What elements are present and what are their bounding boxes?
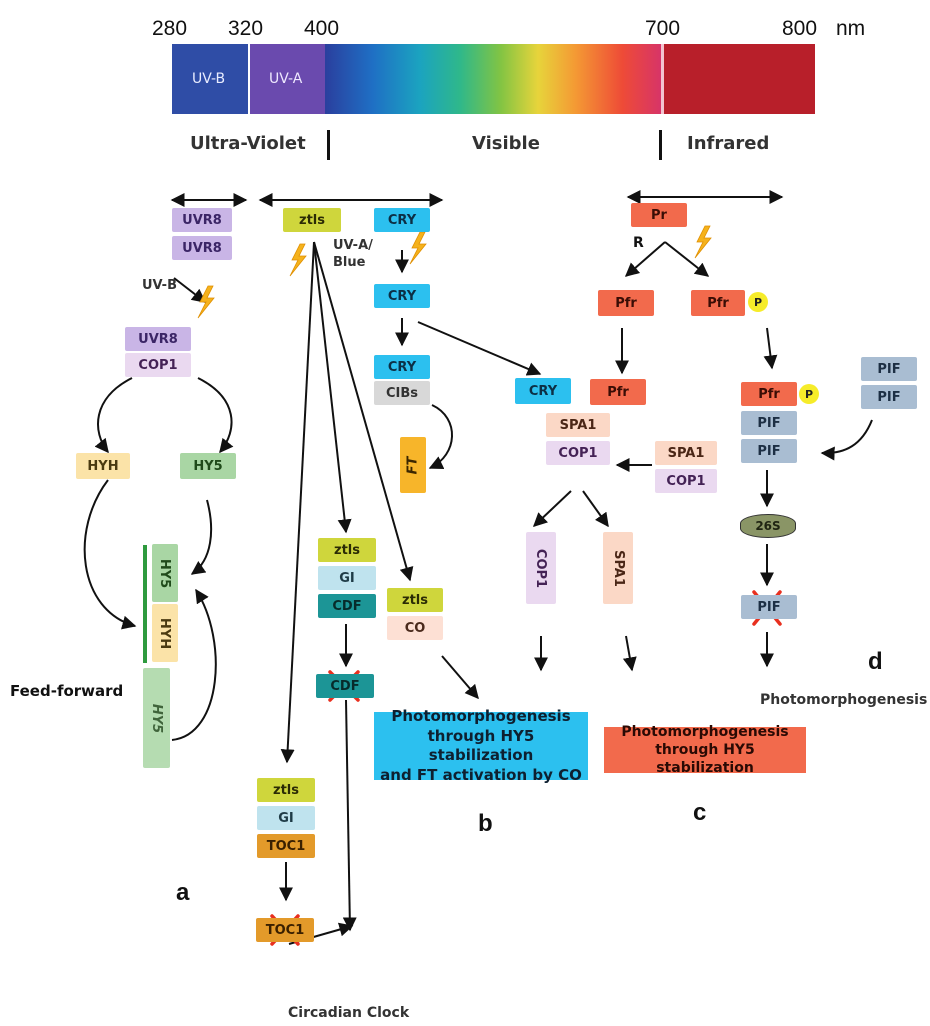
- pif-side-bottom: PIF: [861, 385, 917, 409]
- toc1-degraded-box: TOC1: [256, 918, 314, 942]
- hyh-box: HYH: [76, 453, 130, 479]
- pfr-p-box: Pfr: [691, 290, 745, 316]
- feed-forward-bar: [143, 545, 147, 663]
- stack-hy5: HY5: [152, 544, 178, 602]
- red-light-label: R: [633, 235, 644, 251]
- infrared-band: [663, 44, 815, 114]
- spectrum-bar: UV-B UV-A: [172, 44, 815, 114]
- proteasome-26s-icon: 26S: [740, 514, 796, 538]
- wavelength-400: 400: [304, 17, 340, 40]
- spa-cop-spa1: SPA1: [546, 413, 610, 437]
- ztls-gi-toc1-gi: GI: [257, 806, 315, 830]
- region-infrared: Infrared: [687, 133, 770, 154]
- region-ultraviolet: Ultra-Violet: [190, 133, 306, 154]
- uvb-lightning-icon: [197, 285, 215, 319]
- cry-lightning-icon: [409, 231, 427, 265]
- spa1-vertical-box: SPA1: [603, 532, 633, 604]
- visible-band: [325, 44, 663, 114]
- spa-cop-side-spa1: SPA1: [655, 441, 717, 465]
- uvr8-dimer-bottom: UVR8: [172, 236, 232, 260]
- uvb-band: [172, 44, 248, 114]
- spa-cop-side-cop1: COP1: [655, 469, 717, 493]
- hy5-feedforward-box: HY5: [143, 668, 170, 768]
- outcome-b-box: Photomorphogenesis through HY5 stabiliza…: [374, 707, 588, 784]
- ztls-gi-cdf-cdf: CDF: [318, 594, 376, 618]
- wavelength-800: 800: [782, 17, 818, 40]
- region-divider-ir: [659, 130, 662, 160]
- panel-b-label: b: [478, 810, 493, 837]
- uva-band: [250, 44, 325, 114]
- spa-cop-cop1: COP1: [546, 441, 610, 465]
- complex-cop1: COP1: [125, 353, 191, 377]
- cry-mid-box: CRY: [515, 378, 571, 404]
- pr-box: Pr: [631, 203, 687, 227]
- ztls-gi-cdf-gi: GI: [318, 566, 376, 590]
- ztls-co-co: CO: [387, 616, 443, 640]
- wavelength-700: 700: [645, 17, 681, 40]
- pif-degraded-box: PIF: [741, 595, 797, 619]
- cdf-degraded-box: CDF: [316, 674, 374, 698]
- stack-hyh: HYH: [152, 604, 178, 662]
- wavelength-280: 280: [152, 17, 188, 40]
- uvr8-dimer-top: UVR8: [172, 208, 232, 232]
- feed-forward-label: Feed-forward: [10, 682, 124, 700]
- cry-cib-cry: CRY: [374, 355, 430, 379]
- panel-d-label: d: [868, 648, 883, 675]
- complex-uvr8: UVR8: [125, 327, 191, 351]
- uva-blue-label: UV-A/ Blue: [333, 238, 373, 270]
- pif-pair-bottom: PIF: [741, 439, 797, 463]
- uvb-stimulus-label: UV-B: [142, 278, 177, 293]
- cop1-vertical-box: COP1: [526, 532, 556, 604]
- panel-a-label: a: [176, 879, 190, 906]
- cry-box: CRY: [374, 208, 430, 232]
- outcome-d-label: Photomorphogenesis: [760, 692, 928, 708]
- ztls-gi-cdf-ztls: ztls: [318, 538, 376, 562]
- circadian-clock-label: Circadian Clock: [288, 1005, 410, 1021]
- ztls-gi-toc1-ztls: ztls: [257, 778, 315, 802]
- wavelength-unit: nm: [836, 17, 866, 40]
- ztls-box: ztls: [283, 208, 341, 232]
- phosphate-badge: P: [748, 292, 768, 312]
- outcome-c-box: Photomorphogenesis through HY5 stabiliza…: [604, 724, 806, 776]
- pif-side-top: PIF: [861, 357, 917, 381]
- pr-lightning-icon: [694, 225, 712, 259]
- ztls-co-ztls: ztls: [387, 588, 443, 612]
- phosphate-badge-complex: P: [799, 384, 819, 404]
- panel-c-label: c: [693, 799, 707, 826]
- cry-active-box: CRY: [374, 284, 430, 308]
- pfr-mid-box: Pfr: [590, 379, 646, 405]
- region-divider-uv: [327, 130, 330, 160]
- pif-pair-top: PIF: [741, 411, 797, 435]
- cry-cib-cibs: CIBs: [374, 381, 430, 405]
- uvb-label: UV-B: [192, 71, 226, 87]
- region-visible: Visible: [472, 133, 540, 154]
- pfr-p-complex-box: Pfr: [741, 382, 797, 406]
- pfr-box: Pfr: [598, 290, 654, 316]
- ztls-gi-toc1-toc1: TOC1: [257, 834, 315, 858]
- hy5-box: HY5: [180, 453, 236, 479]
- wavelength-320: 320: [228, 17, 264, 40]
- uva-label: UV-A: [269, 71, 303, 87]
- ft-box: FT: [400, 437, 426, 493]
- ztls-lightning-icon: [289, 243, 307, 277]
